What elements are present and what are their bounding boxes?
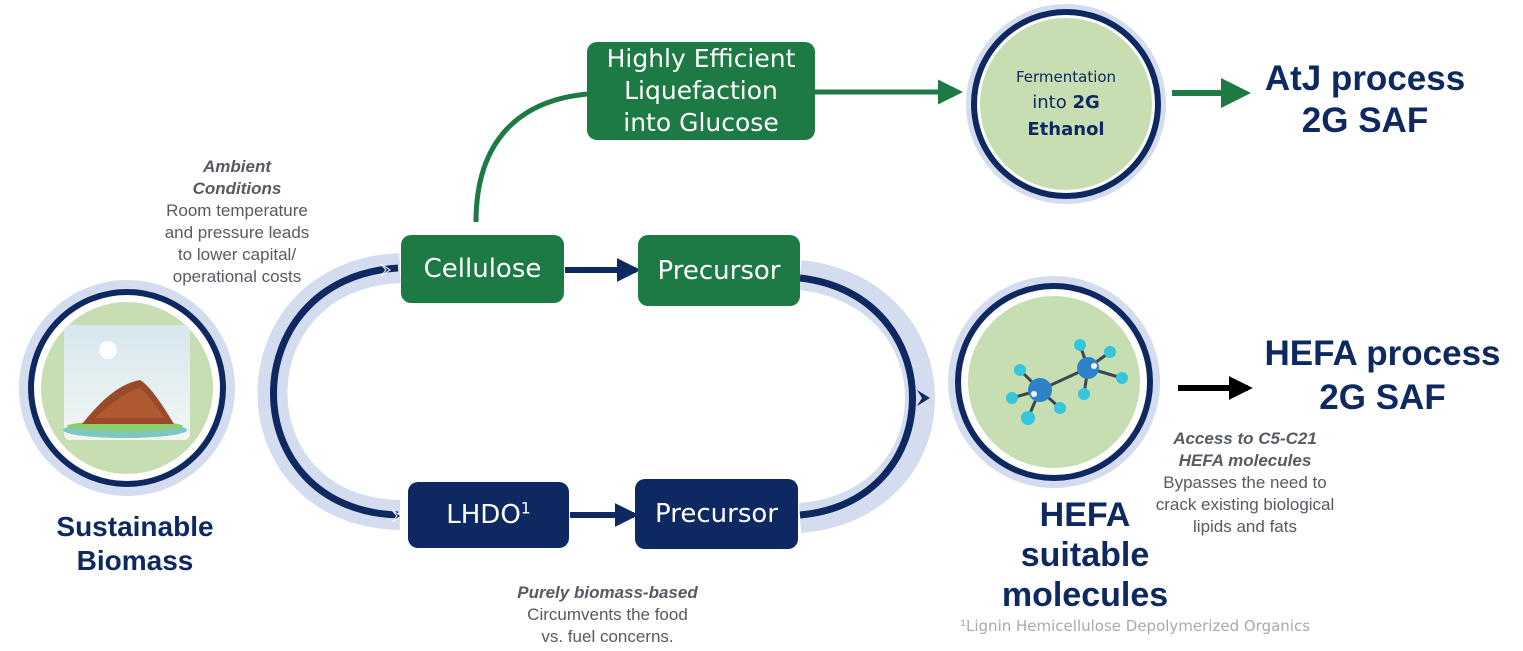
atj-output-label: AtJ process 2G SAF bbox=[1250, 58, 1480, 142]
access-body-2: crack existing biological bbox=[1155, 495, 1335, 514]
hefa-mol-line1: HEFA bbox=[1039, 496, 1131, 534]
purely-body-1: Circumvents the food bbox=[527, 605, 688, 624]
access-body-1: Bypasses the need to bbox=[1163, 473, 1327, 492]
hefa-circle bbox=[948, 276, 1160, 488]
precursor-bottom-label: Precursor bbox=[655, 499, 778, 529]
ambient-body-3: to lower capital/ bbox=[177, 245, 297, 264]
lhdo-box: LHDO1 bbox=[408, 482, 569, 548]
ambient-body-4: operational costs bbox=[172, 267, 302, 286]
loop-chevron-bottom-icon bbox=[391, 509, 402, 523]
molecule-icon bbox=[1006, 339, 1128, 425]
fermentation-circle bbox=[966, 4, 1166, 204]
hefa-out-line2: 2G SAF bbox=[1319, 378, 1446, 417]
biomass-line1: Sustainable bbox=[56, 511, 214, 542]
ambient-body-2: and pressure leads bbox=[164, 223, 310, 242]
biomass-line2: Biomass bbox=[76, 545, 194, 576]
lhdo-label: LHDO1 bbox=[446, 499, 531, 530]
loop-chevron-right-icon bbox=[917, 390, 930, 406]
fermentation-text: Fermentation into 2G Ethanol bbox=[986, 66, 1146, 142]
hefa-mol-line2: suitable bbox=[1020, 536, 1150, 574]
ambient-heading-2: Conditions bbox=[192, 179, 282, 198]
fermentation-line1: Fermentation bbox=[1015, 68, 1117, 86]
hefa-mol-line3: molecules bbox=[1001, 576, 1169, 614]
biomass-circle bbox=[19, 280, 235, 496]
precursor-bottom-box: Precursor bbox=[635, 479, 798, 549]
loop-chevron-top-icon bbox=[380, 263, 391, 277]
hefa-out-line1: HEFA process bbox=[1264, 334, 1501, 373]
access-note: Access to C5-C21 HEFA molecules Bypasses… bbox=[1130, 428, 1360, 538]
fermentation-line3: Ethanol bbox=[1027, 119, 1105, 140]
atj-line2: 2G SAF bbox=[1301, 101, 1429, 140]
ambient-heading-1: Ambient bbox=[203, 157, 271, 176]
access-heading-2: HEFA molecules bbox=[1178, 451, 1312, 470]
ambient-body-1: Room temperature bbox=[166, 201, 308, 220]
right-loop bbox=[798, 260, 935, 533]
hefa-output-label: HEFA process 2G SAF bbox=[1255, 332, 1510, 420]
cellulose-box: Cellulose bbox=[401, 235, 564, 303]
cellulose-label: Cellulose bbox=[423, 254, 542, 284]
precursor-top-box: Precursor bbox=[638, 235, 800, 306]
purely-body-2: vs. fuel concerns. bbox=[541, 627, 674, 646]
footnote: ¹Lignin Hemicellulose Depolymerized Orga… bbox=[960, 617, 1311, 635]
liquefaction-box: Highly Efficient Liquefaction into Gluco… bbox=[587, 42, 815, 140]
precursor-top-label: Precursor bbox=[657, 255, 781, 286]
atj-line1: AtJ process bbox=[1264, 59, 1466, 98]
curve-cellulose-to-liquefaction bbox=[473, 91, 589, 223]
purely-heading: Purely biomass-based bbox=[517, 583, 698, 602]
fermentation-line2: into 2G bbox=[1032, 92, 1100, 113]
biomass-pile-icon bbox=[63, 325, 190, 440]
biomass-label: Sustainable Biomass bbox=[40, 510, 230, 578]
left-loop bbox=[257, 253, 402, 530]
hefa-molecules-label: HEFA suitable molecules bbox=[985, 495, 1185, 615]
access-body-3: lipids and fats bbox=[1193, 517, 1297, 536]
purely-biomass-note: Purely biomass-based Circumvents the foo… bbox=[490, 582, 725, 648]
access-heading-1: Access to C5-C21 bbox=[1173, 429, 1317, 448]
ambient-note: Ambient Conditions Room temperature and … bbox=[137, 156, 337, 288]
lhdo-footnote-marker: 1 bbox=[520, 499, 531, 518]
liquefaction-label: Highly Efficient Liquefaction into Gluco… bbox=[606, 44, 796, 137]
